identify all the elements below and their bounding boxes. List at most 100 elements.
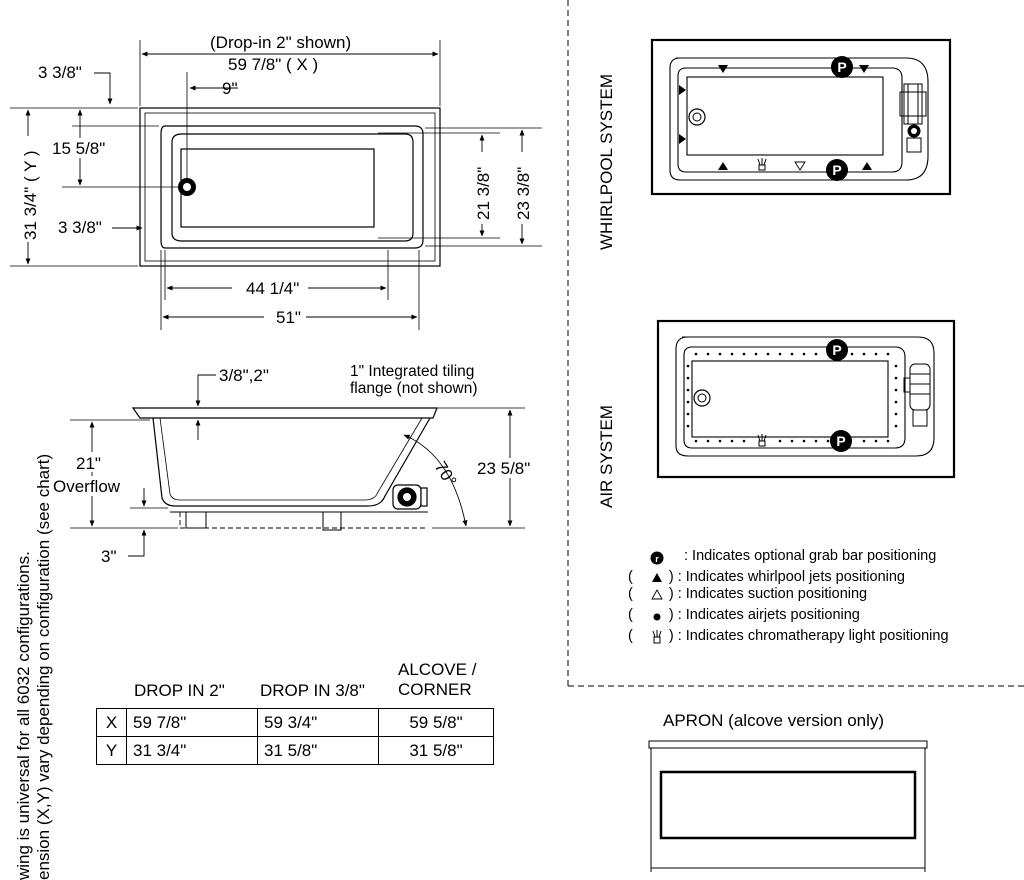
side-view-labels: 3/8",2" 1" Integrated tiling flange (not…	[52, 363, 538, 566]
airjet-icon	[653, 613, 661, 621]
air-system-label: AIR SYSTEM	[597, 405, 616, 508]
whirlpool-jet-icon	[862, 162, 872, 170]
table-row: Y 31 3/4" 31 5/8" 31 5/8"	[96, 736, 494, 765]
airjet-icon	[850, 352, 854, 356]
dim-base-label: 3"	[101, 547, 117, 566]
table-cell: 59 5/8"	[378, 708, 494, 737]
suction-icon	[651, 589, 663, 600]
airjet-icon	[694, 352, 698, 356]
whirlpool-jet-icon	[679, 134, 686, 144]
airjet-icon	[814, 352, 818, 356]
legend-prefix: (	[628, 628, 633, 644]
overall-width-label: 31 3/4" ( Y )	[21, 150, 40, 240]
svg-text:P: P	[837, 59, 846, 75]
legend-icons: r	[650, 551, 664, 644]
airjet-icon	[778, 352, 782, 356]
universal-note-line2: ension (X,Y) vary depending on configura…	[34, 453, 53, 880]
air-blower-icon	[903, 363, 931, 427]
apron-title: APRON (alcove version only)	[663, 711, 884, 730]
side-view	[70, 374, 525, 557]
table-header-drop-in-3-8: DROP IN 3/8"	[260, 681, 365, 700]
configuration-table: X 59 7/8" 59 3/4" 59 5/8" Y 31 3/4" 31 5…	[96, 708, 494, 765]
apron-diagram	[648, 740, 928, 872]
airjet-icon	[706, 439, 710, 443]
airjet-icon	[686, 424, 690, 428]
overall-length-label: 59 7/8" ( X )	[228, 55, 318, 74]
airjet-icon	[894, 412, 898, 416]
grab-bar-icon: P	[826, 159, 848, 181]
airjet-icon	[862, 439, 866, 443]
airjet-icon	[802, 352, 806, 356]
whirlpool-jet-icon	[718, 65, 728, 73]
airjet-icon	[730, 352, 734, 356]
dim-interior-width-label: 21 3/8"	[474, 167, 493, 220]
air-system-diagram	[656, 319, 956, 479]
airjet-icon	[826, 439, 830, 443]
section-dividers	[567, 0, 1024, 687]
airjet-icon	[686, 364, 690, 368]
table-header-alcove: ALCOVE /	[398, 660, 477, 679]
airjet-icon	[874, 352, 878, 356]
airjet-icon	[686, 376, 690, 380]
whirlpool-jet-icon	[679, 85, 686, 95]
legend-item-airjets: () : Indicates airjets positioning	[628, 607, 860, 623]
legend-item-suction: () : Indicates suction positioning	[628, 586, 867, 602]
grab-bar-icon: P	[826, 339, 848, 361]
airjet-icon	[706, 352, 710, 356]
airjet-icon	[766, 352, 770, 356]
legend-text: ) : Indicates suction positioning	[668, 586, 868, 602]
airjet-icon	[686, 412, 690, 416]
airjet-icon	[686, 400, 690, 404]
legend-text: : Indicates optional grab bar positionin…	[684, 548, 937, 564]
legend-text: ) : Indicates chromatherapy light positi…	[668, 628, 949, 644]
airjet-icon	[754, 352, 758, 356]
whirlpool-jet-icon	[652, 573, 662, 582]
table-cell: 31 3/4"	[126, 736, 258, 765]
table-header-corner: CORNER	[398, 680, 472, 699]
top-view-labels: (Drop-in 2" shown) 59 7/8" ( X ) 3 3/8" …	[38, 32, 372, 327]
universal-note-line1: wing is universal for all 6032 configura…	[14, 551, 33, 880]
airjet-icon	[894, 400, 898, 404]
airjet-icon	[894, 376, 898, 380]
row-label: Y	[96, 736, 127, 765]
legend-item-whirlpool-jets: () : Indicates whirlpool jets positionin…	[628, 569, 905, 585]
dim-bath-length-label: 51"	[276, 308, 301, 327]
air-system-symbols	[686, 352, 898, 443]
row-label: X	[96, 708, 127, 737]
table-cell: 59 7/8"	[126, 708, 258, 737]
overflow-label: Overflow	[53, 477, 121, 496]
airjet-icon	[894, 364, 898, 368]
pump-icon	[392, 484, 428, 510]
whirlpool-jet-icon	[859, 65, 869, 73]
airjet-icon	[790, 439, 794, 443]
grab-bar-icon: r	[650, 551, 664, 565]
drop-in-note: (Drop-in 2" shown)	[210, 33, 351, 52]
airjet-icon	[894, 424, 898, 428]
airjet-icon	[886, 439, 890, 443]
chromatherapy-light-icon	[757, 158, 767, 171]
airjet-icon	[730, 439, 734, 443]
legend-item-chromatherapy: ( ) : Indicates chromatherapy light posit…	[628, 628, 949, 644]
table-header-drop-in-2: DROP IN 2"	[134, 681, 225, 700]
airjet-icon	[742, 439, 746, 443]
legend-prefix: (	[628, 569, 633, 585]
chromatherapy-light-icon	[652, 630, 662, 644]
grab-bar-icon: P	[831, 56, 853, 78]
airjet-icon	[790, 352, 794, 356]
total-height-label: 23 5/8"	[477, 459, 530, 478]
svg-text:P: P	[832, 162, 841, 178]
dim-flange-label: 3/8",2"	[219, 366, 269, 385]
airjet-icon	[802, 439, 806, 443]
legend-item-grab-bar: : Indicates optional grab bar positionin…	[684, 548, 936, 564]
whirlpool-jet-icon	[718, 162, 728, 170]
tiling-note-line2: flange (not shown)	[350, 380, 478, 397]
table-cell: 31 5/8"	[257, 736, 379, 765]
airjet-icon	[742, 352, 746, 356]
dim-drain-height-label: 15 5/8"	[52, 139, 105, 158]
airjet-icon	[778, 439, 782, 443]
angle-label: 70°	[431, 458, 461, 490]
airjet-icon	[694, 439, 698, 443]
svg-text:P: P	[836, 433, 845, 449]
chromatherapy-light-icon	[757, 434, 767, 447]
